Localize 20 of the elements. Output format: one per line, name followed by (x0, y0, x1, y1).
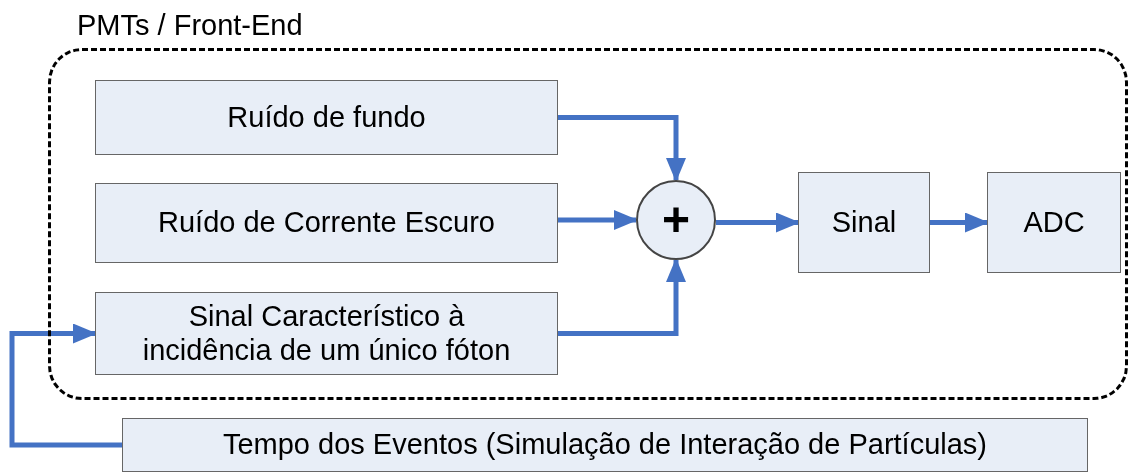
process-box (798, 172, 930, 273)
arrow (930, 212, 989, 233)
process-box (95, 183, 558, 263)
arrow (558, 210, 638, 230)
box-label: Ruído de Corrente Escuro (158, 206, 495, 240)
process-box (987, 172, 1121, 273)
box-label: Sinal (831, 205, 897, 240)
process-box (122, 418, 1088, 472)
plus-sign: + (662, 191, 690, 248)
arrow (716, 212, 800, 233)
process-box (95, 80, 558, 155)
group-title: PMTs / Front-End (77, 9, 303, 42)
arrow (558, 258, 686, 336)
process-box (95, 292, 558, 375)
box-label: Tempo dos Eventos (Simulação de Interação de Partículas) (222, 428, 988, 462)
arrow (558, 115, 686, 182)
arrow (9, 323, 122, 448)
box-label: Sinal Característico à incidência de um único fóton (141, 299, 512, 368)
box-label: ADC (1023, 205, 1085, 240)
box-label: Ruído de fundo (227, 100, 426, 135)
